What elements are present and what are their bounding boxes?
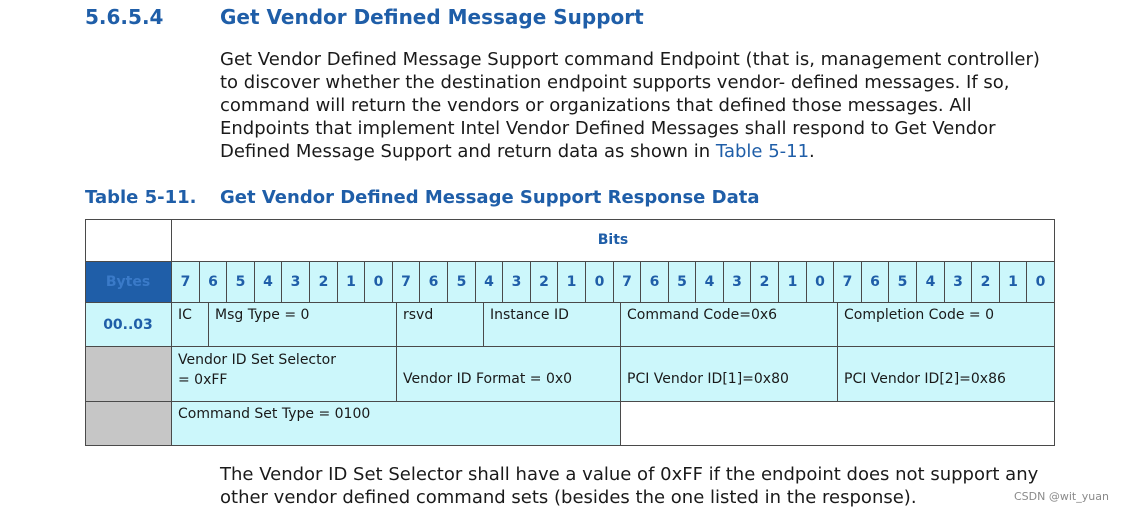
intro-paragraph: Get Vendor Defined Message Support comma…: [220, 48, 1050, 163]
bit-label: 2: [531, 262, 558, 303]
bit-label: 6: [420, 262, 448, 303]
table-caption: Table 5-11. Get Vendor Defined Message S…: [85, 187, 759, 208]
row-label-00-03: 00..03: [85, 303, 172, 347]
bit-label: 1: [338, 262, 365, 303]
row-label-3: [85, 402, 172, 446]
bit-label: 4: [255, 262, 282, 303]
row-label-2: [85, 347, 172, 402]
bit-label: 1: [779, 262, 807, 303]
bit-label: 3: [724, 262, 751, 303]
bit-label: 7: [172, 262, 200, 303]
bit-label: 6: [200, 262, 227, 303]
field-completion-code: Completion Code = 0: [838, 303, 1055, 347]
field-rsvd: rsvd: [397, 303, 484, 347]
bit-label: 1: [558, 262, 586, 303]
bit-label: 2: [972, 262, 1000, 303]
field-vendor-id-format: Vendor ID Format = 0x0: [397, 347, 621, 402]
bit-label: 5: [227, 262, 255, 303]
bytes-header: Bytes: [85, 262, 172, 303]
bit-label: 3: [503, 262, 531, 303]
bit-label: 4: [917, 262, 945, 303]
bit-label: 7: [393, 262, 420, 303]
bit-label: 7: [614, 262, 641, 303]
bit-label: 0: [807, 262, 834, 303]
bit-label: 4: [476, 262, 503, 303]
bit-label: 4: [696, 262, 724, 303]
bit-label: 5: [669, 262, 696, 303]
field-vendor-id-set-selector: Vendor ID Set Selector = 0xFF: [172, 347, 397, 402]
selector-line-1: Vendor ID Set Selector: [178, 352, 336, 368]
field-ic: IC: [172, 303, 209, 347]
empty-cell: [621, 402, 1055, 446]
intro-text: Get Vendor Defined Message Support comma…: [220, 49, 1040, 162]
intro-tail: .: [809, 141, 815, 162]
bit-label: 7: [834, 262, 862, 303]
table-reference-link[interactable]: Table 5-11: [715, 141, 810, 162]
section-title: Get Vendor Defined Message Support: [220, 5, 644, 29]
bit-label: 0: [586, 262, 614, 303]
watermark: CSDN @wit_yuan: [1014, 490, 1109, 503]
bit-label: 5: [448, 262, 476, 303]
bit-label: 0: [365, 262, 393, 303]
field-command-set-type: Command Set Type = 0100: [172, 402, 621, 446]
field-instance-id: Instance ID: [484, 303, 621, 347]
table-caption-number: Table 5-11.: [85, 187, 197, 208]
bit-label: 6: [862, 262, 889, 303]
field-pci-vendor-id-2: PCI Vendor ID[2]=0x86: [838, 347, 1055, 402]
selector-line-2: = 0xFF: [178, 372, 228, 388]
bits-header: Bits: [172, 219, 1055, 262]
field-pci-vendor-id-1: PCI Vendor ID[1]=0x80: [621, 347, 838, 402]
bit-label: 2: [751, 262, 779, 303]
field-command-code: Command Code=0x6: [621, 303, 838, 347]
corner-cell: [85, 219, 172, 262]
bit-label: 3: [282, 262, 310, 303]
field-msg-type: Msg Type = 0: [209, 303, 397, 347]
bit-label: 2: [310, 262, 338, 303]
bit-label: 6: [641, 262, 669, 303]
bit-label: 5: [889, 262, 917, 303]
closing-paragraph: The Vendor ID Set Selector shall have a …: [220, 464, 1039, 508]
bit-label: 1: [1000, 262, 1027, 303]
bit-label: 0: [1027, 262, 1055, 303]
section-number: 5.6.5.4: [85, 5, 164, 29]
table-caption-title: Get Vendor Defined Message Support Respo…: [220, 187, 760, 208]
bit-label: 3: [945, 262, 972, 303]
